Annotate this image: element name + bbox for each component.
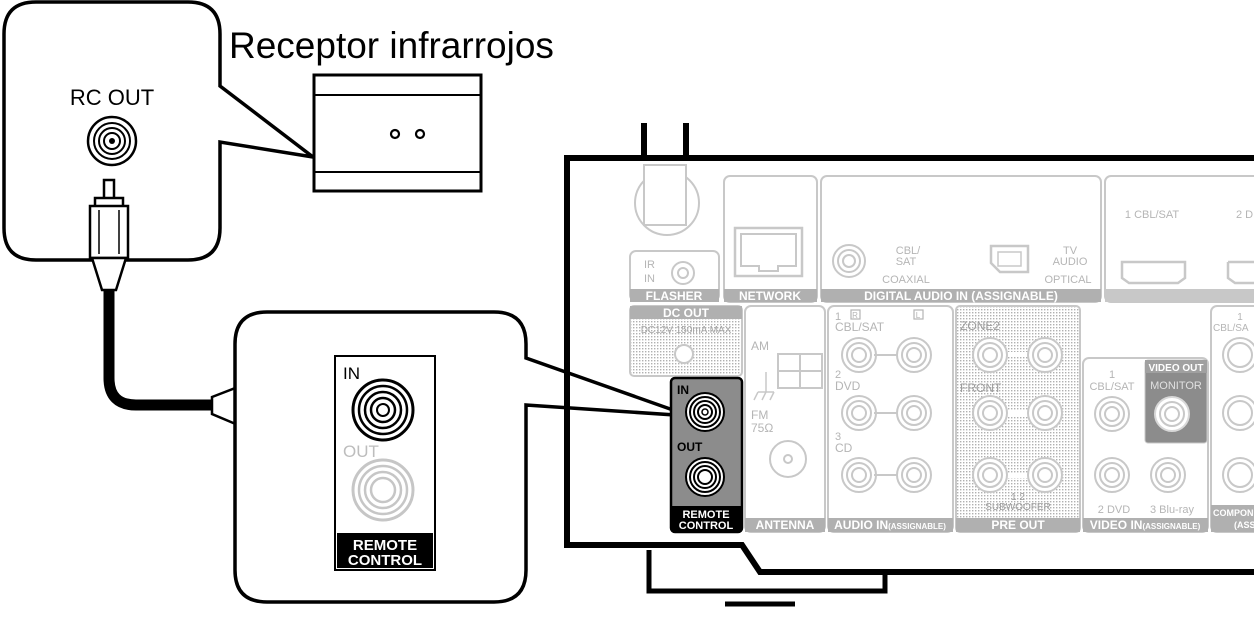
dc-out-spec: DC12V 150mA MAX (641, 325, 732, 336)
audio-in-2: 2 (835, 369, 841, 381)
zoom-tag-control: CONTROL (348, 552, 422, 569)
am-label: AM (751, 339, 769, 353)
av-receiver-rear-panel: IR IN FLASHER NETWORK CBL/ SAT COAXIAL T… (564, 123, 1254, 607)
optical-label: OPTICAL (1044, 274, 1091, 286)
video-3-label: 3 Blu-ray (1150, 504, 1195, 516)
zone2-label: ZONE2 (960, 319, 1000, 333)
subwoofer-label: SUBWOOFER (985, 502, 1051, 513)
hdmi-2-label: 2 D (1236, 209, 1253, 221)
coaxial-label: COAXIAL (882, 274, 930, 286)
audio-in-2-name: DVD (835, 379, 861, 393)
hdmi-1-label: 1 CBL/SAT (1125, 209, 1179, 221)
audio-in-3: 3 (835, 431, 841, 443)
component-1-name: CBL/SA (1213, 323, 1249, 334)
channel-l-label: L (916, 311, 921, 320)
ir-receiver-device (312, 73, 483, 193)
optical-name-1: TV (1063, 245, 1078, 257)
zoom-remote-in-jack (351, 378, 415, 442)
audio-in-3-name: CD (835, 441, 853, 455)
zoom-remote-out-jack (351, 458, 415, 522)
audio-in-label: AUDIO IN(ASSIGNABLE) (834, 518, 946, 532)
channel-r-label: R (852, 311, 858, 320)
fm-label-1: FM (751, 408, 768, 422)
rc-in-label: IN (677, 383, 689, 397)
flasher-label: FLASHER (646, 289, 703, 303)
video-out-label: VIDEO OUT (1148, 363, 1203, 374)
video-in-label: VIDEO IN(ASSIGNABLE) (1090, 518, 1201, 532)
rc-out-callout: RC OUT (2, 0, 315, 262)
ir-in-label-2: IN (644, 273, 655, 285)
zoom-in-label: IN (343, 364, 360, 383)
coaxial-name-2: SAT (896, 256, 917, 268)
video-2-label: 2 DVD (1098, 504, 1130, 516)
zoom-tag-remote: REMOTE (353, 537, 417, 554)
ir-in-label-1: IR (644, 259, 655, 271)
zoom-out-label: OUT (343, 442, 379, 461)
coaxial-name-1: CBL/ (896, 245, 921, 257)
audio-in-1-name: CBL/SAT (835, 320, 885, 334)
subwoofer-numbers: 1 2 (1011, 492, 1025, 503)
audio-in-1: 1 (835, 311, 841, 323)
rc-out-label: RC OUT (70, 85, 154, 110)
component-1-num: 1 (1237, 312, 1243, 323)
rc-out-jack-label: OUT (677, 440, 703, 454)
rc-out-jack (86, 115, 138, 167)
video-1-num: 1 (1109, 369, 1115, 381)
pre-out-label: PRE OUT (991, 518, 1045, 532)
fm-label-2: 75Ω (751, 421, 773, 435)
component-assign-label: (ASS (1234, 520, 1254, 530)
front-label: FRONT (960, 381, 1002, 395)
digital-audio-in-label: DIGITAL AUDIO IN (ASSIGNABLE) (864, 289, 1058, 303)
component-label: COMPON (1213, 508, 1254, 518)
optical-name-2: AUDIO (1053, 256, 1088, 268)
video-1-name: CBL/SAT (1089, 381, 1134, 393)
rc-tag-control: CONTROL (679, 520, 734, 532)
network-label: NETWORK (739, 289, 801, 303)
dc-out-label: DC OUT (663, 306, 710, 320)
rc-tag-remote: REMOTE (682, 509, 729, 521)
ir-receiver-title: Receptor infrarrojos (229, 25, 554, 66)
monitor-label: MONITOR (1150, 380, 1202, 392)
remote-control-jacks: IN OUT REMOTE CONTROL (669, 376, 744, 534)
antenna-label: ANTENNA (756, 518, 815, 532)
remote-control-callout: IN OUT REMOTE CONTROL (233, 310, 691, 604)
